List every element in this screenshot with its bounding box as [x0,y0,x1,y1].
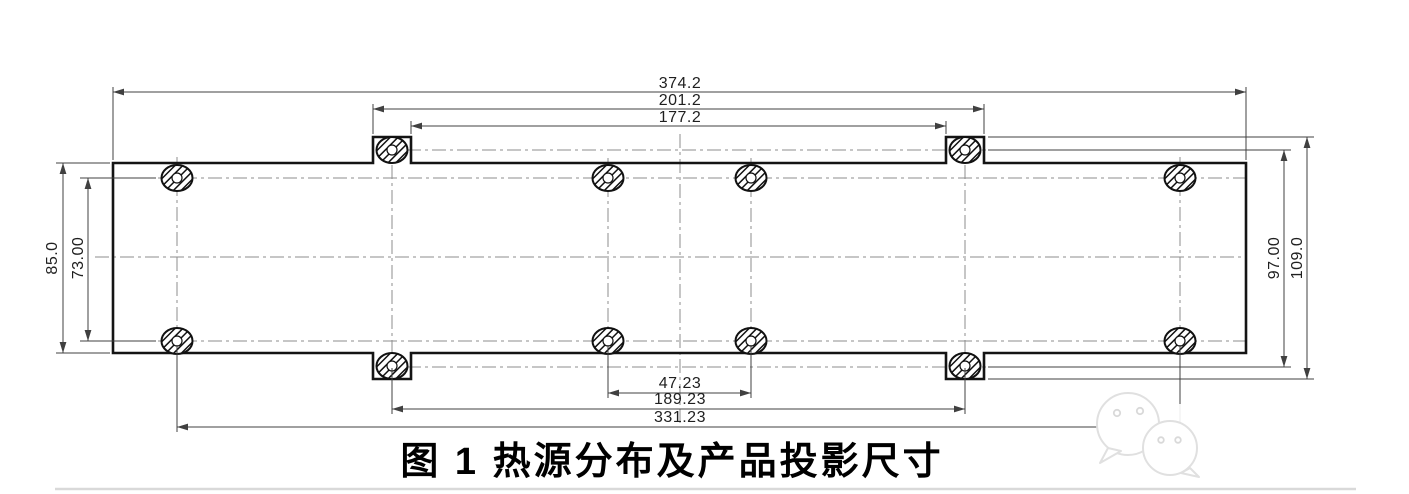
dim-tab-outer-width [372,104,985,134]
dim-label-outer-holes-span: 331.23 [654,409,706,426]
hole-markers [160,136,1197,380]
hole-marker [375,136,409,164]
hole-marker [948,136,982,164]
hole-marker [1163,164,1197,192]
dim-tab-holes-spacing [988,149,1291,368]
dim-label-tab-holes-spacing: 97.00 [1266,237,1283,280]
dim-overall-height [988,136,1314,380]
dim-label-body-height: 85.0 [44,241,61,274]
hole-marker [160,164,194,192]
dim-tab-inner-width [410,121,947,134]
dim-label-tab-outer-width: 201.2 [659,92,702,109]
wechat-watermark-icon [1096,392,1295,478]
dim-label-overall-width: 374.2 [659,75,702,92]
dim-center-holes-spacing [607,345,752,398]
dim-overall-width [112,87,1247,160]
dim-hole-rows-spacing [80,177,156,342]
figure-caption: 图 1 热源分布及产品投影尺寸 [400,441,943,483]
dim-label-overall-height: 109.0 [1289,237,1306,280]
part-outline [111,135,1248,381]
dim-tab-holes-span [391,368,966,414]
dim-label-hole-rows-spacing: 73.00 [70,237,87,280]
dim-label-tab-inner-width: 177.2 [659,109,702,126]
dim-label-tab-holes-span: 189.23 [654,391,706,408]
hole-marker [734,164,768,192]
hole-marker [591,164,625,192]
dim-body-height [56,162,110,354]
centerlines [95,134,1246,425]
dim-label-center-holes-spacing: 47.23 [659,375,702,392]
